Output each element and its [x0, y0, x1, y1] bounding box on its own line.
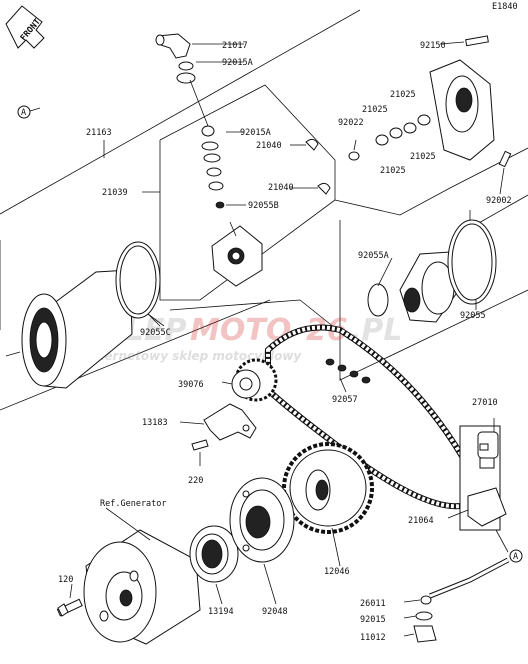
part-21039: 21039	[102, 188, 128, 198]
part-11012: 11012	[360, 633, 386, 643]
generator-rotor	[83, 507, 201, 645]
part-26011: 26011	[360, 599, 386, 609]
generator-bolt	[56, 598, 83, 617]
leader-lines	[69, 139, 505, 637]
starter-clutch-sprocket	[282, 442, 374, 534]
part-21040-a: 21040	[256, 141, 282, 151]
watermark-tagline: internetowy sklep motocyklowy	[86, 349, 302, 363]
part-27010: 27010	[472, 398, 498, 408]
part-21017: 21017	[222, 41, 248, 51]
part-12046: 12046	[324, 567, 350, 577]
brush-holder-parts	[189, 79, 331, 287]
part-13194: 13194	[208, 607, 234, 617]
part-21040-b: 21040	[268, 183, 294, 193]
part-21163: 21163	[86, 128, 112, 138]
part-92150: 92150	[420, 41, 446, 51]
part-labels: 21017 92015A 21163 92015A 21040 21039 21…	[58, 41, 512, 643]
starter-end-cover	[348, 35, 512, 168]
part-13183: 13183	[142, 418, 168, 428]
part-92055: 92055	[460, 311, 486, 321]
starter-cable: A	[17, 60, 181, 119]
connector-a-left: A	[21, 108, 26, 118]
chain-guide-bracket	[179, 403, 257, 451]
front-arrow-icon: FRONT	[5, 5, 45, 49]
part-92002: 92002	[486, 196, 512, 206]
part-120: 120	[58, 575, 73, 585]
starter-clutch-body	[229, 477, 295, 563]
connector-a-right: A	[513, 552, 518, 562]
reduction-gear-housing	[367, 219, 497, 323]
starter-clutch-bearing	[189, 525, 239, 583]
part-21064: 21064	[408, 516, 434, 526]
ref-generator-label: Ref.Generator	[100, 499, 167, 509]
part-92015: 92015	[360, 615, 386, 625]
chain-links-detail	[325, 358, 371, 384]
part-92057: 92057	[332, 395, 358, 405]
terminal-cap	[155, 33, 244, 59]
diagram-code: E1840	[492, 2, 518, 12]
starter-motor-body	[5, 241, 161, 389]
part-92055b: 92055B	[248, 201, 279, 211]
starter-relay	[459, 418, 507, 531]
part-92015a-mid: 92015A	[240, 128, 271, 138]
part-92055a: 92055A	[358, 251, 389, 261]
part-92048: 92048	[262, 607, 288, 617]
assembly-outlines	[0, 9, 528, 411]
part-21025-c: 21025	[410, 152, 436, 162]
starter-idler-sprocket	[231, 358, 278, 402]
relay-cable: A	[413, 529, 523, 643]
part-21025-a: 21025	[390, 90, 416, 100]
part-39076: 39076	[178, 380, 204, 390]
part-21025-b: 21025	[362, 105, 388, 115]
part-21025-d: 21025	[380, 166, 406, 176]
part-220: 220	[188, 476, 203, 486]
part-92015a-top: 92015A	[222, 58, 253, 68]
part-92055c: 92055C	[140, 328, 171, 338]
part-92022: 92022	[338, 118, 364, 128]
